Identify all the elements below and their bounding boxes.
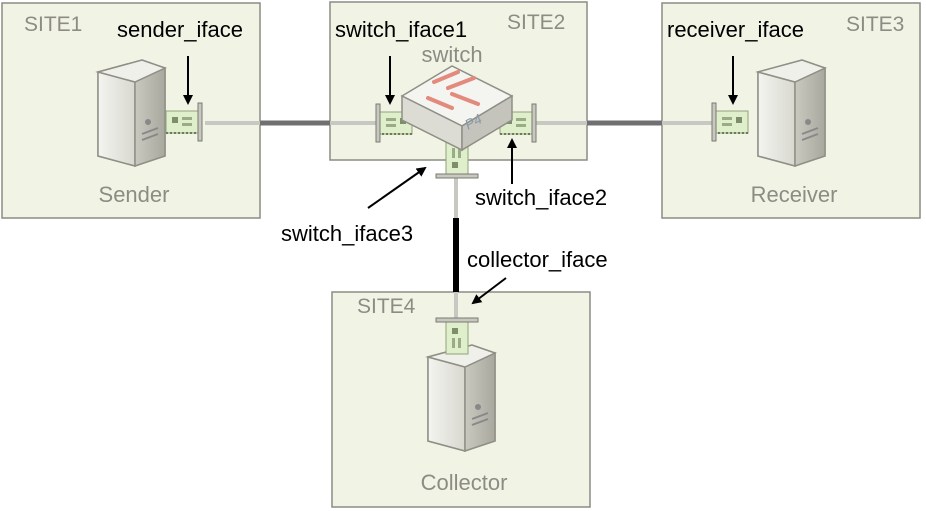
p4-switch-icon: P4 [400, 65, 514, 152]
site1-label: SITE1 [24, 13, 82, 36]
site4-label: SITE4 [357, 295, 416, 318]
switch-iface2-label: switch_iface2 [475, 185, 607, 210]
switch-p4-badge: P4 [462, 110, 485, 132]
receiver-iface-label: receiver_iface [667, 17, 804, 42]
switch-iface3-arrow [367, 166, 427, 209]
collector-iface-label: collector_iface [467, 247, 608, 272]
receiver-server-icon [757, 59, 826, 167]
site3-label: SITE3 [846, 13, 904, 36]
switch-iface1-label: switch_iface1 [335, 17, 467, 42]
site2-label: SITE2 [507, 11, 565, 34]
switch-label: switch [421, 42, 482, 67]
receiver-label: Receiver [751, 182, 838, 207]
switch-iface3-label: switch_iface3 [281, 221, 413, 246]
collector-iface-arrow [471, 277, 507, 305]
collector-server-icon [427, 344, 496, 452]
sender-label: Sender [99, 182, 170, 207]
collector-label: Collector [421, 470, 508, 495]
sender-iface-label: sender_iface [117, 17, 243, 42]
sender-server-icon [97, 59, 166, 167]
